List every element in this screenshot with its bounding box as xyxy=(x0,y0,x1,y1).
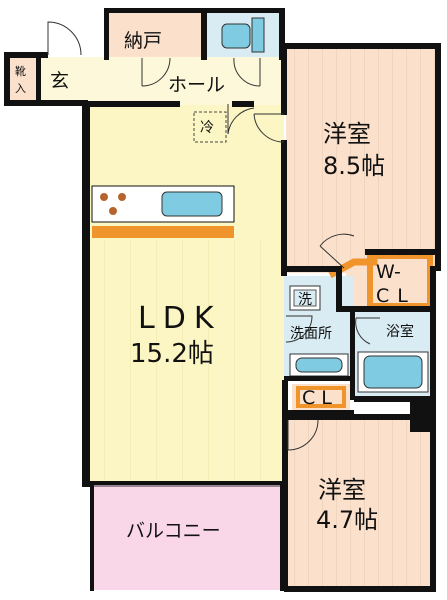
entrance-label: 玄 xyxy=(50,70,69,92)
washroom-label: 洗面所 xyxy=(290,326,332,342)
fridge-label: 冷 xyxy=(200,120,214,136)
ldk-name: LDK xyxy=(138,301,222,336)
entrance-floor xyxy=(40,57,86,101)
bathroom-label: 浴室 xyxy=(386,323,414,340)
wic-label-2: CL xyxy=(376,285,416,307)
bathtub-icon xyxy=(357,351,429,393)
western-room-2-size: 4.7帖 xyxy=(316,506,378,534)
balcony-floor xyxy=(94,485,284,590)
shoe-box-label-1: 靴 xyxy=(15,64,26,78)
ldk-size: 15.2帖 xyxy=(130,339,214,369)
toilet-icon xyxy=(221,17,265,53)
kitchen-counter xyxy=(91,185,235,223)
stove-icon xyxy=(100,193,126,215)
closet-label: CL xyxy=(302,387,338,409)
doors xyxy=(47,21,380,487)
shoe-box-label-2: 入 xyxy=(15,82,26,95)
wic-label-1: W- xyxy=(376,261,401,283)
balcony-label: バルコニー xyxy=(126,520,221,542)
walls xyxy=(4,8,441,592)
kitchen-backsplash xyxy=(92,226,234,238)
western-room-1-name: 洋室 xyxy=(323,120,371,148)
storage-label: 納戸 xyxy=(124,30,162,52)
western-room-1-size: 8.5帖 xyxy=(323,152,385,180)
hall-floor xyxy=(86,57,286,105)
western-room-2-name: 洋室 xyxy=(318,476,366,504)
sink-icon xyxy=(161,191,223,217)
washer-label: 洗 xyxy=(298,292,312,308)
fridge-space xyxy=(193,111,227,143)
hall-label: ホール xyxy=(168,74,225,96)
shoe-box-floor xyxy=(8,57,38,101)
wash-basin-icon xyxy=(289,353,349,377)
storage-floor xyxy=(108,12,202,57)
